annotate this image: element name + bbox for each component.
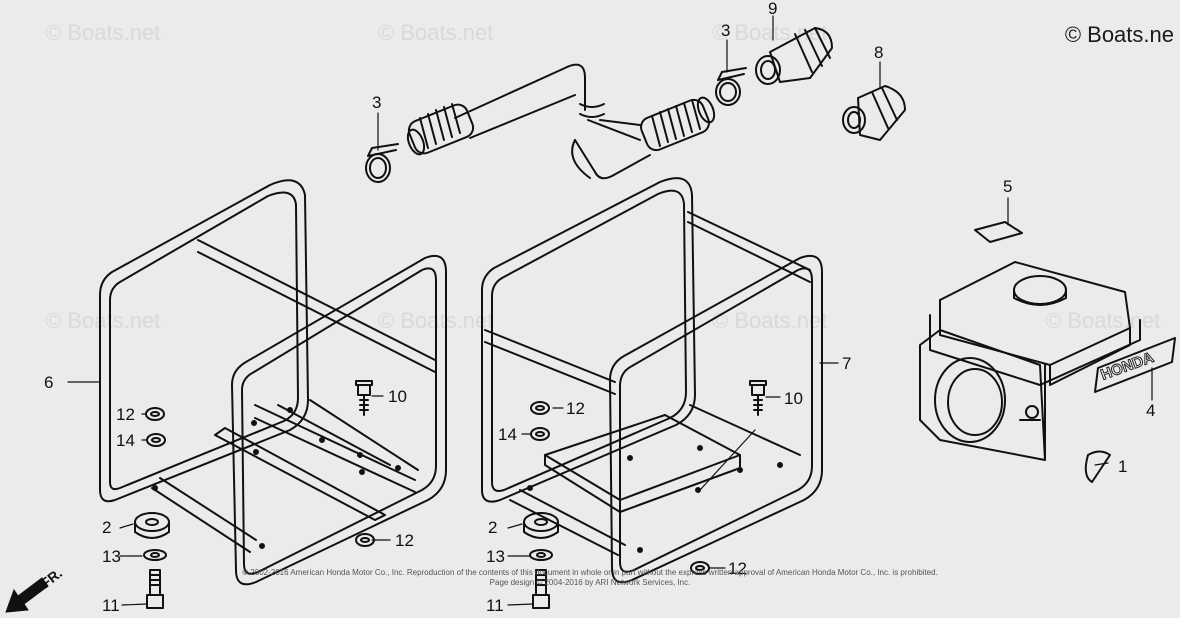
callout-4: 4 xyxy=(1146,401,1156,420)
callout-8: 8 xyxy=(874,43,884,62)
corrugated-hose-left xyxy=(406,103,475,156)
callout-12: 12 xyxy=(728,559,747,578)
engine xyxy=(919,261,1176,461)
page-design-line: Page design © 2004-2016 by ARI Network S… xyxy=(489,578,691,587)
callout-3: 3 xyxy=(721,21,731,40)
bolt-10-left xyxy=(355,380,373,416)
callout-6: 6 xyxy=(44,373,54,392)
callout-13: 13 xyxy=(486,547,505,566)
strainer-8 xyxy=(842,85,906,141)
callout-7: 7 xyxy=(842,354,852,373)
callout-10: 10 xyxy=(784,389,803,408)
callout-14: 14 xyxy=(116,431,135,450)
hose-joint-9 xyxy=(755,27,833,85)
copyright-line: © 2002-2016 American Honda Motor Co., In… xyxy=(242,568,938,577)
frame-right xyxy=(481,177,823,584)
callout-11: 11 xyxy=(486,596,504,615)
corrugated-hose-right xyxy=(640,96,716,152)
callout-9: 9 xyxy=(768,0,778,18)
callout-1: 1 xyxy=(1118,457,1128,476)
callout-10: 10 xyxy=(388,387,407,406)
washer-13 xyxy=(143,549,553,561)
corner-watermark: © Boats.ne xyxy=(1064,22,1174,47)
front-arrow xyxy=(5,577,49,613)
watermark: © Boats.net xyxy=(45,20,161,45)
mount-rubber-2 xyxy=(134,512,559,539)
callout-13: 13 xyxy=(102,547,121,566)
watermark: © Boats.net xyxy=(45,308,161,333)
callout-12: 12 xyxy=(566,399,585,418)
washer-14 xyxy=(146,427,550,447)
callout-12: 12 xyxy=(395,531,414,550)
emblem-1 xyxy=(1084,450,1111,483)
callout-12: 12 xyxy=(116,405,135,424)
watermark: © Boats.net xyxy=(378,20,494,45)
hose-clamp-left xyxy=(365,143,399,183)
label-5 xyxy=(974,221,1023,243)
callout-2: 2 xyxy=(488,518,498,537)
copyright-footer: © 2002-2016 American Honda Motor Co., In… xyxy=(150,568,1030,588)
hose-clamp-right xyxy=(715,67,747,106)
callout-5: 5 xyxy=(1003,177,1013,196)
callout-2: 2 xyxy=(102,518,112,537)
frame-left xyxy=(99,179,447,586)
watermark: © Boats.net xyxy=(712,308,828,333)
callout-3: 3 xyxy=(372,93,382,112)
callout-14: 14 xyxy=(498,425,517,444)
bolt-10-right xyxy=(749,380,767,416)
watermark: © Boats.net xyxy=(1045,308,1161,333)
hose-assembly xyxy=(454,63,651,180)
callout-11: 11 xyxy=(102,596,120,615)
